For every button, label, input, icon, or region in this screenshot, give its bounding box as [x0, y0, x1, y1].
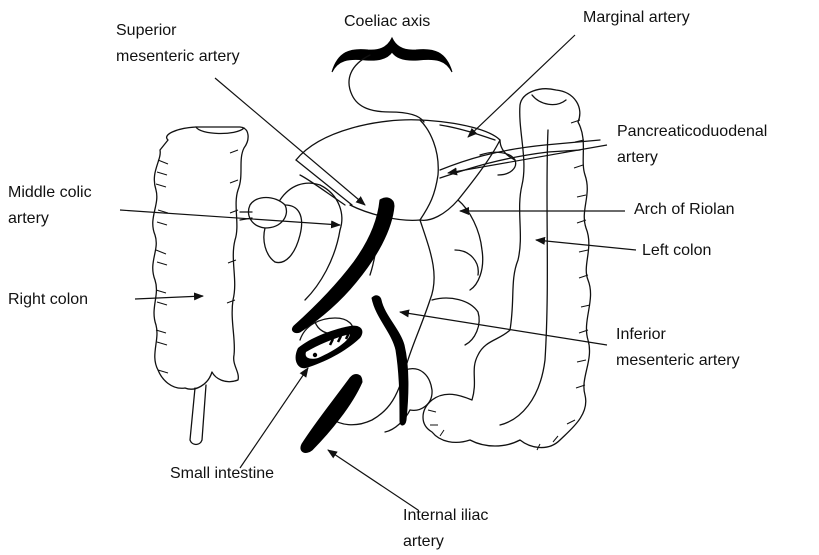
label-inferior-mesenteric-line2: mesenteric artery	[616, 351, 740, 371]
inferior-mesenteric-artery-vessel	[372, 296, 408, 425]
label-middle-colic-line2: artery	[8, 209, 49, 229]
label-superior-mesenteric-line2: mesenteric artery	[116, 47, 240, 67]
internal-iliac-artery-vessel	[301, 375, 362, 453]
label-marginal-artery: Marginal artery	[583, 8, 690, 28]
label-internal-iliac-line2: artery	[403, 532, 444, 552]
label-pancreaticoduodenal-line2: artery	[617, 148, 658, 168]
label-inferior-mesenteric-line1: Inferior	[616, 325, 666, 345]
label-middle-colic-line1: Middle colic	[8, 183, 92, 203]
coeliac-brace	[332, 38, 452, 122]
label-arch-of-riolan: Arch of Riolan	[634, 200, 735, 220]
label-superior-mesenteric-line1: Superior	[116, 21, 176, 41]
right-colon-shape	[153, 127, 248, 445]
label-internal-iliac-line1: Internal iliac	[403, 506, 488, 526]
small-intestine-pointer	[240, 368, 308, 468]
label-coeliac-axis: Coeliac axis	[344, 12, 430, 32]
label-pancreaticoduodenal-line1: Pancreaticoduodenal	[617, 122, 767, 142]
label-small-intestine: Small intestine	[170, 464, 274, 484]
label-right-colon: Right colon	[8, 290, 88, 310]
label-left-colon: Left colon	[642, 241, 711, 261]
internal-iliac-pointer	[328, 450, 418, 510]
